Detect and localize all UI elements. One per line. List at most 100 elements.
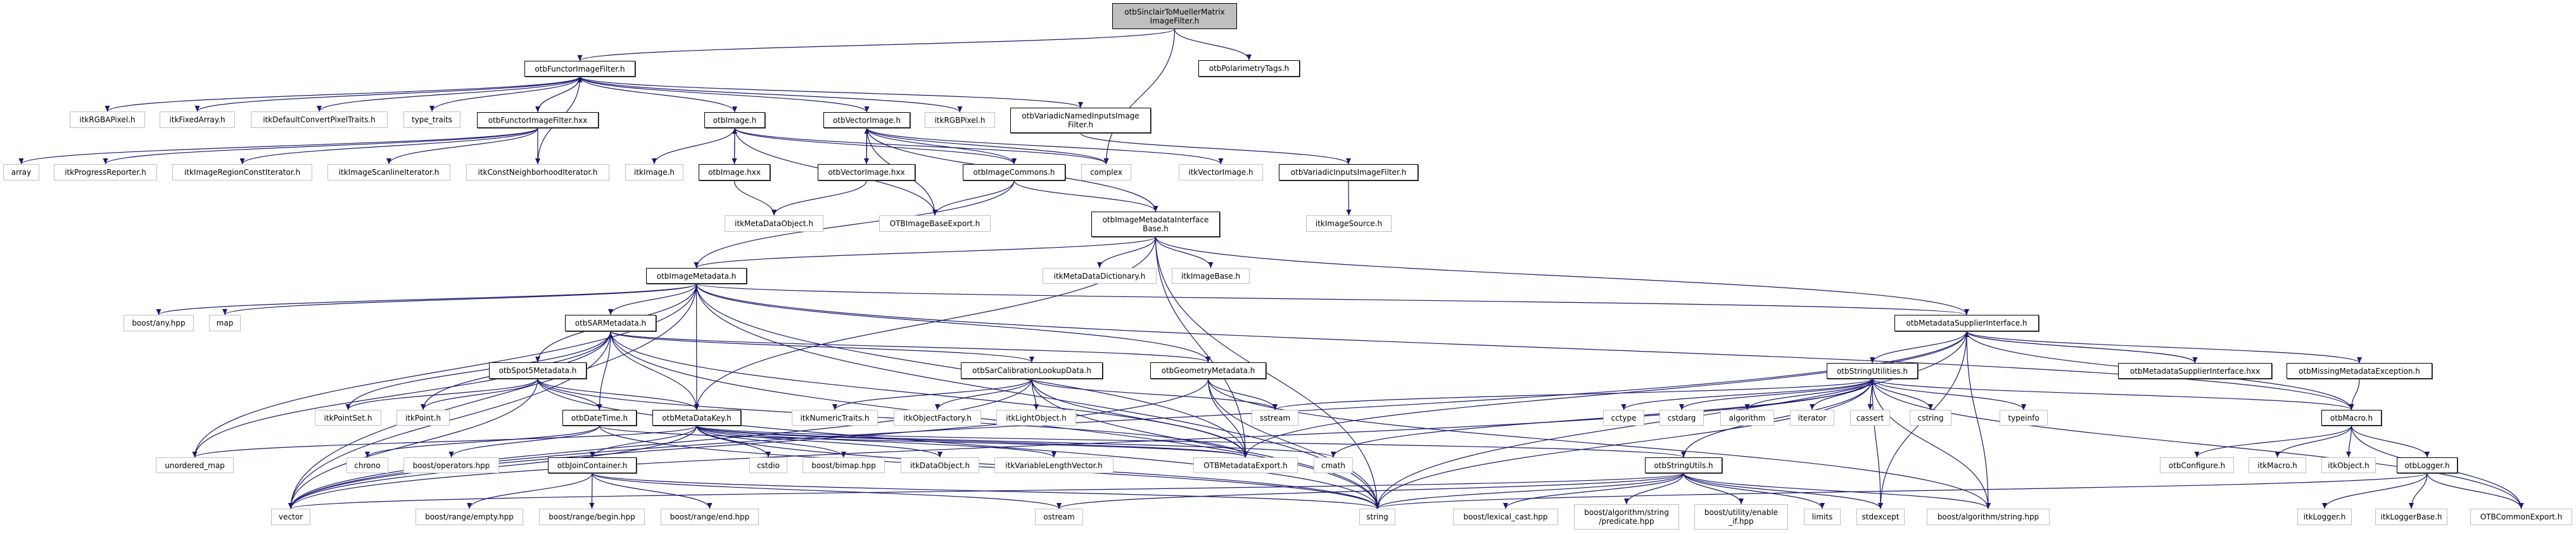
arrowhead-geommeta: [1205, 357, 1211, 362]
node-otblogger[interactable]: otbLogger.h: [2397, 457, 2458, 473]
edge-imgmetadata-to-string: [695, 283, 1378, 509]
edge-geommeta-to-mdexport: [1207, 378, 1247, 458]
arrowhead-rangebegin: [589, 503, 595, 509]
node-missingmeta[interactable]: otbMissingMetadataException.h: [2287, 363, 2432, 379]
node-functor[interactable]: otbFunctorImageFilter.h: [524, 61, 635, 77]
arrowhead-otbimage: [732, 128, 737, 134]
edge-mdkey-to-unorderedmap: [194, 425, 697, 458]
edge-otblogger-to-itkloggerbase: [2411, 473, 2428, 509]
edge-datetime-to-boostops: [450, 425, 600, 458]
node-complex: complex: [1081, 164, 1131, 181]
arrowhead-itklogger: [2322, 503, 2327, 509]
node-joincont[interactable]: otbJoinContainer.h: [548, 457, 637, 473]
edge-functor-to-rgbpixel: [579, 76, 961, 113]
arrowhead-mdsupplier: [1964, 309, 1969, 315]
arrowhead-string: [1374, 503, 1380, 509]
node-mdkey[interactable]: otbMetaDataKey.h: [652, 410, 741, 426]
edge-functor-to-typetraits: [431, 76, 581, 112]
node-pointset: itkPointSet.h: [315, 410, 381, 426]
node-functorhxx[interactable]: otbFunctorImageFilter.hxx: [477, 112, 599, 128]
node-commonexport: OTBCommonExport.h: [2470, 509, 2572, 525]
arrowhead-typeinfo: [2021, 404, 2026, 410]
edge-strutilities-to-strutils: [1683, 378, 1873, 458]
arrowhead-otbvecimage: [864, 106, 870, 112]
node-varnamed[interactable]: otbVariadicNamedInputsImage Filter.h: [1010, 108, 1151, 133]
arrowhead-rgbpixel: [957, 106, 963, 112]
arrowhead-varinputs: [1346, 158, 1351, 164]
node-datetime[interactable]: otbDateTime.h: [562, 410, 637, 426]
node-otbvecimage[interactable]: otbVectorImage.h: [823, 112, 910, 128]
node-itklogger: itkLogger.h: [2297, 509, 2352, 525]
node-otbimagehxx[interactable]: otbImage.hxx: [699, 164, 770, 181]
edge-strutilities-to-boostalgstr: [1872, 378, 1989, 509]
edge-spot5-to-datetime: [537, 378, 600, 410]
edge-otbimage-to-itkimage: [654, 127, 735, 165]
arrowhead-unorderedmap: [192, 452, 198, 457]
edge-spot5-to-pointset: [347, 378, 538, 410]
edge-strutilities-to-cstdarg: [1681, 378, 1873, 410]
edge-strutils-to-predicate: [1626, 473, 1684, 505]
arrowhead-point: [421, 404, 426, 410]
edge-joincont-to-ostream: [592, 473, 1060, 509]
node-strutils[interactable]: otbStringUtils.h: [1645, 457, 1722, 473]
edge-strutils-to-lexcast: [1505, 473, 1684, 509]
arrowhead-cstdarg: [1679, 404, 1684, 410]
node-rangeend: boost/range/end.hpp: [661, 509, 759, 525]
node-geommeta[interactable]: otbGeometryMetadata.h: [1150, 362, 1266, 379]
arrowhead-otbconfigure: [2194, 452, 2200, 457]
edge-sarmeta-to-sarcal: [610, 331, 1032, 363]
node-strutilities[interactable]: otbStringUtilities.h: [1827, 363, 1918, 379]
node-metadataobj: itkMetaDataObject.h: [725, 215, 823, 232]
edge-functorhxx-to-regionconst: [241, 127, 538, 165]
edge-otbimagehxx-to-metadataobj: [733, 180, 775, 216]
node-sarcal[interactable]: otbSarCalibrationLookupData.h: [961, 362, 1103, 379]
node-cstring: cstring: [1910, 410, 1951, 426]
edge-otblogger-to-string: [1376, 473, 2428, 509]
arrowhead-cstdio: [766, 452, 771, 457]
edge-mdsupplier-to-strutilities: [1872, 331, 1967, 364]
edge-functor-to-varnamed: [579, 76, 1081, 108]
node-itkmacro: itkMacro.h: [2249, 457, 2306, 473]
node-imgsource: itkImageSource.h: [1306, 215, 1392, 232]
node-spot5[interactable]: otbSpot5Metadata.h: [489, 362, 587, 379]
arrowhead-lightobj: [1034, 404, 1039, 410]
edge-spot5-to-vector: [290, 378, 538, 509]
node-numtraits: itkNumericTraits.h: [792, 410, 878, 426]
node-sarmeta[interactable]: otbSARMetadata.h: [565, 315, 656, 331]
arrowhead-spot5: [535, 357, 540, 362]
edge-imgmetadata-to-sarmeta: [610, 283, 697, 315]
edge-datetime-to-mdexport: [599, 425, 1247, 458]
edge-imgcommons-to-imiBase: [1013, 180, 1157, 212]
node-imgcommons[interactable]: otbImageCommons.h: [963, 164, 1065, 181]
node-otbvecimagehxx[interactable]: otbVectorImage.hxx: [818, 164, 915, 181]
arrowhead-scanline: [386, 158, 391, 164]
arrowhead-rangeempty: [467, 503, 472, 509]
arrowhead-rgba: [105, 106, 110, 111]
edge-imgmetadata-to-mdsupplier: [695, 283, 1967, 315]
node-varinputs[interactable]: otbVariadicInputsImageFilter.h: [1279, 164, 1418, 181]
node-imiBase[interactable]: otbImageMetadataInterface Base.h: [1091, 212, 1220, 237]
node-bimap: boost/bimap.hpp: [803, 457, 885, 473]
node-polar[interactable]: otbPolarimetryTags.h: [1198, 60, 1300, 77]
node-mdsupplier[interactable]: otbMetadataSupplierInterface.h: [1894, 315, 2039, 331]
edge-strutilities-to-vector: [290, 378, 1873, 509]
arrowhead-strutilities: [1870, 357, 1875, 363]
arrowhead-polar: [1247, 54, 1252, 60]
node-rangebegin: boost/range/begin.hpp: [539, 509, 645, 525]
node-cctype: cctype: [1603, 410, 1644, 426]
edge-imgmetadata-to-otbmacro: [695, 283, 2352, 410]
edge-datetime-to-chrono: [367, 425, 600, 458]
node-objfactory: itkObjectFactory.h: [894, 410, 981, 426]
node-regionconst: itkImageRegionConstIterator.h: [172, 164, 312, 181]
arrowhead-mdsupplierhxx: [2192, 357, 2198, 363]
node-mdsupplierhxx[interactable]: otbMetadataSupplierInterface.hxx: [2118, 363, 2272, 379]
edge-functor-to-otbvecimage: [579, 76, 868, 113]
node-otbimage[interactable]: otbImage.h: [704, 112, 765, 128]
node-algorithm: algorithm: [1720, 410, 1774, 426]
edge-sarcal-to-sstream: [1031, 378, 1276, 410]
node-lexcast: boost/lexical_cast.hpp: [1453, 509, 1558, 525]
node-imgmetadata[interactable]: otbImageMetadata.h: [646, 268, 747, 284]
node-root[interactable]: otbSinclairToMuellerMatrix ImageFilter.h: [1112, 3, 1237, 29]
node-otbmacro[interactable]: otbMacro.h: [2321, 410, 2382, 426]
edge-spot5-to-mdexport: [537, 378, 1247, 458]
